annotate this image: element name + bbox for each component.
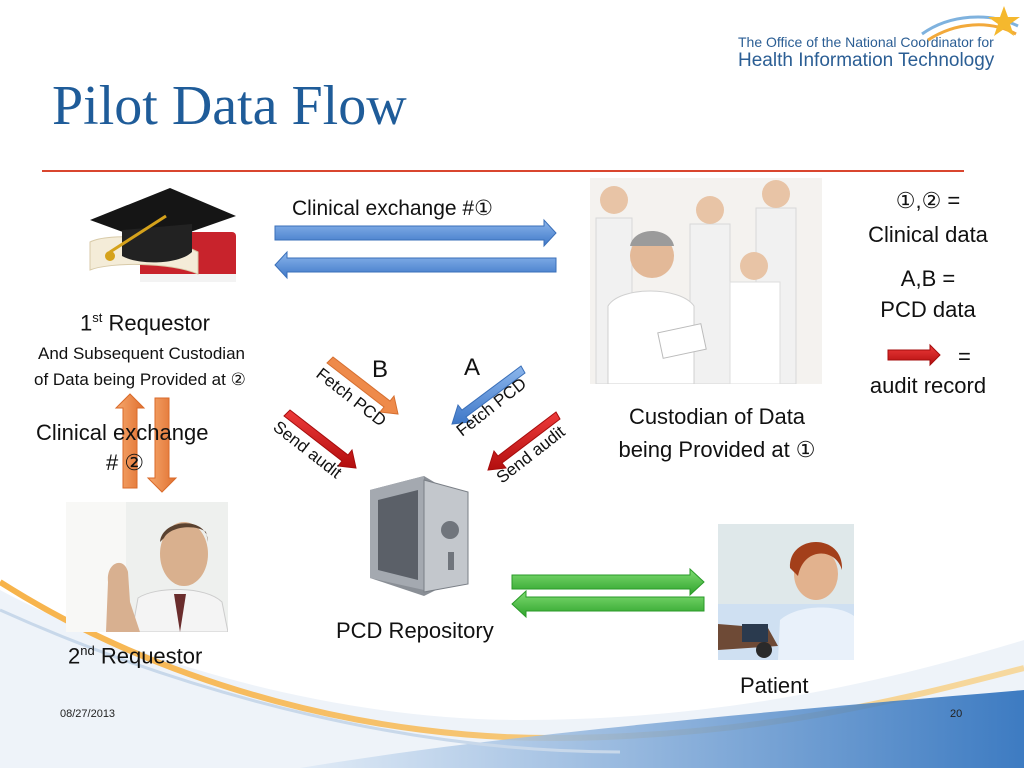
title-divider — [42, 170, 964, 172]
safe-icon — [370, 476, 469, 596]
requestor-1-subtitle-line-2: of Data being Provided at ② — [34, 370, 246, 389]
clinical-exchange-2-label-line-2: # ② — [106, 450, 145, 475]
clinical-exchange-1-label: Clinical exchange #① — [292, 197, 493, 220]
star-swoosh-icon — [921, 6, 1020, 42]
fetch-pcd-a-label: Fetch PCD — [453, 374, 530, 440]
logo-line-2: Health Information Technology — [738, 50, 995, 71]
legend-pcd-symbols: A,B = — [900, 266, 956, 291]
pcd-repository-label: PCD Repository — [336, 618, 494, 643]
patient-label: Patient — [740, 673, 809, 698]
legend-audit-arrow — [887, 343, 941, 367]
repository-to-patient-arrow — [511, 567, 705, 597]
clinical-exchange-2-up-arrow — [114, 393, 146, 489]
slide-title: Pilot Data Flow — [52, 75, 407, 137]
fetch-pcd-b-arrow — [326, 356, 399, 415]
patient-blood-pressure-icon — [718, 524, 854, 660]
slide-date: 08/27/2013 — [60, 708, 116, 720]
label-b: B — [372, 356, 389, 383]
legend-audit-equals: = — [958, 344, 971, 369]
fetch-pcd-a-arrow — [451, 365, 526, 425]
clinical-exchange-1-right-arrow — [274, 218, 557, 248]
send-audit-a-arrow — [487, 411, 561, 471]
legend-pcd-text: PCD data — [880, 297, 976, 322]
label-a: A — [464, 354, 481, 381]
requestor-2-title: 2nd Requestor — [68, 643, 203, 669]
requestor-1-title: 1st Requestor — [80, 310, 210, 336]
custodian-line-2: being Provided at ① — [618, 437, 816, 462]
graduation-cap-icon — [80, 182, 242, 300]
clinical-exchange-1-left-arrow — [274, 250, 557, 280]
slide-page-number: 20 — [950, 708, 963, 720]
legend-clinical-text: Clinical data — [868, 222, 988, 247]
legend-audit-text: audit record — [869, 373, 987, 398]
clinical-exchange-2-label-line-1: Clinical exchange — [36, 420, 209, 445]
send-audit-b-arrow — [283, 409, 357, 469]
custodian-line-1: Custodian of Data — [628, 404, 806, 429]
patient-to-repository-arrow — [511, 589, 705, 619]
man-at-window-icon — [66, 502, 228, 632]
legend-clinical-symbols: ①,② = — [895, 188, 961, 213]
clinical-exchange-2-down-arrow — [146, 397, 178, 493]
requestor-1-subtitle-line-1: And Subsequent Custodian — [38, 344, 245, 363]
medical-team-icon — [590, 178, 822, 384]
